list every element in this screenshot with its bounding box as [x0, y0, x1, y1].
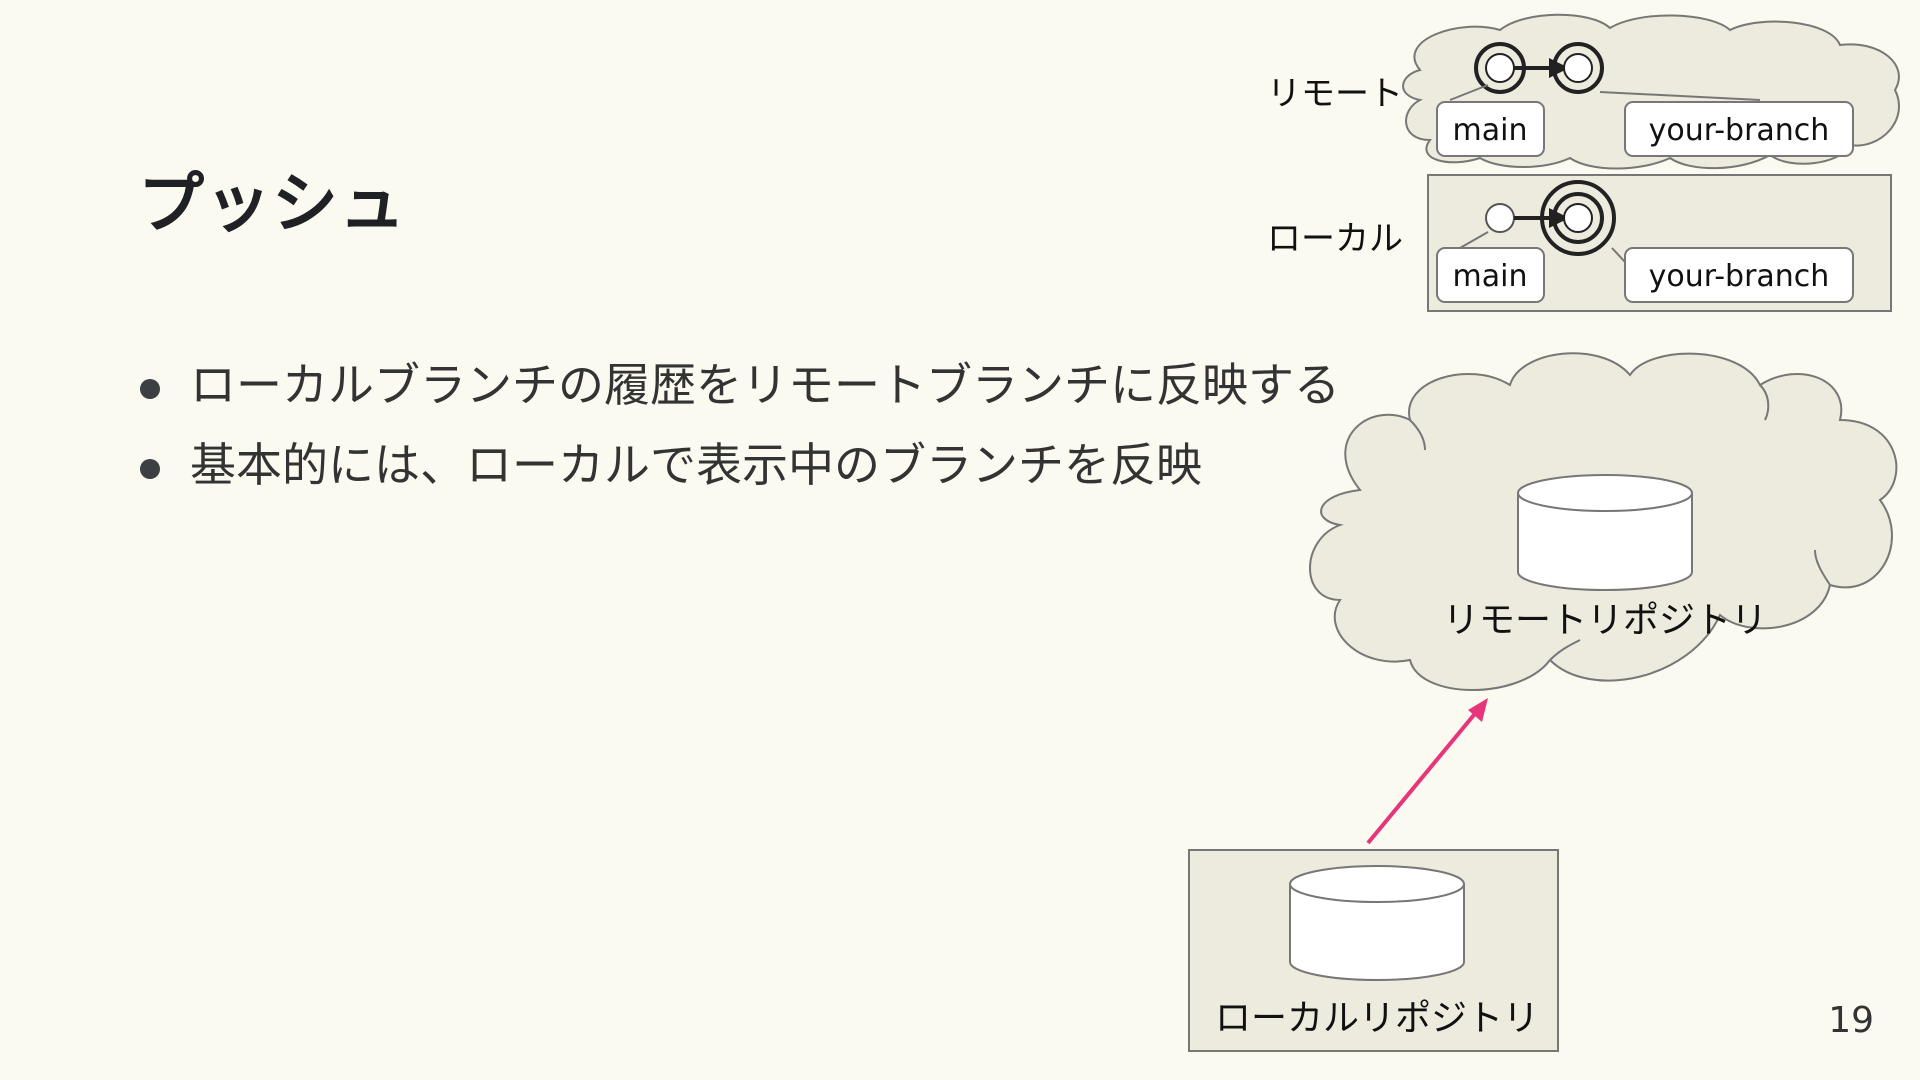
bullet-item: 基本的には、ローカルで表示中のブランチを反映 — [140, 425, 1340, 505]
local-branch-tags: main your-branch — [1436, 247, 1854, 303]
local-commit-graph — [1459, 180, 1626, 263]
remote-commit-node — [1485, 53, 1515, 83]
remote-commit-node — [1563, 53, 1593, 83]
remote-database-icon — [1517, 474, 1693, 591]
remote-branch-head-ring — [1552, 42, 1604, 94]
local-commit-node — [1563, 203, 1593, 233]
local-head-outer-ring — [1540, 180, 1616, 256]
local-database-icon — [1289, 865, 1465, 981]
remote-your-branch-label: your-branch — [1649, 113, 1830, 148]
slide-title: プッシュ — [138, 165, 406, 242]
page-number: 19 — [1828, 1000, 1874, 1041]
remote-repository-label: リモートリポジトリ — [1443, 600, 1767, 641]
remote-main-branch-label: main — [1453, 113, 1528, 148]
local-commit-node — [1485, 203, 1515, 233]
local-label: ローカル — [1267, 219, 1403, 259]
push-arrow — [1366, 698, 1488, 845]
local-your-branch-label: your-branch — [1649, 259, 1830, 294]
bullet-list: ローカルブランチの履歴をリモートブランチに反映する 基本的には、ローカルで表示中… — [140, 345, 1340, 505]
local-repository-label: ローカルリポジトリ — [1215, 998, 1539, 1039]
remote-commit-graph — [1449, 42, 1761, 101]
local-head-ring — [1552, 192, 1604, 244]
local-main-branch-label: main — [1453, 259, 1528, 294]
remote-label: リモート — [1267, 74, 1403, 114]
bullet-item: ローカルブランチの履歴をリモートブランチに反映する — [140, 345, 1340, 425]
remote-branch-tags: main your-branch — [1436, 101, 1854, 157]
